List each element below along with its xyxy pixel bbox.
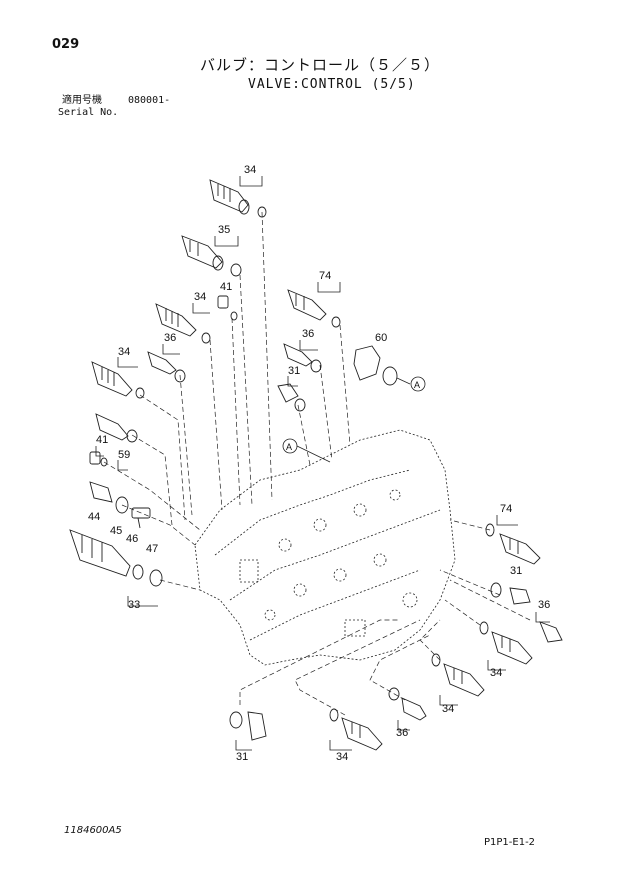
part-label: 34 [194,291,206,303]
part-labels: 34 35 41 34 36 74 36 31 60 34 41 59 44 4… [88,164,550,763]
page-number: 029 [52,37,80,52]
part-label: 34 [442,703,454,715]
part-label: 41 [96,434,108,446]
page-title: VALVE:CONTROL (5/5) [248,77,416,92]
drawing-number: 1184600A5 [64,825,122,836]
serial-label-japanese: 適用号機 [62,95,102,106]
part-label: 74 [319,270,331,282]
part-label: 35 [218,224,230,236]
part-label: 31 [510,565,522,577]
valve-body [194,429,456,666]
valve-cartridges [69,179,563,751]
part-label: 47 [146,543,158,555]
part-label: 34 [244,164,256,176]
part-label: 74 [500,503,512,515]
part-label: 33 [128,599,140,611]
page-code: P1P1-E1-2 [484,837,536,848]
part-label: 31 [236,751,248,763]
part-label: 34 [490,667,502,679]
part-label: 36 [396,727,408,739]
part-label: 44 [88,511,100,523]
part-label: 34 [118,346,130,358]
part-label: 45 [110,525,122,537]
part-label: 36 [302,328,314,340]
part-label: 46 [126,533,138,545]
part-label: 36 [538,599,550,611]
page-title-japanese: バルブ：コントロール（５／５） [200,56,441,74]
part-label: 59 [118,449,130,461]
serial-label: Serial No. [58,107,119,118]
callout-label: A [414,380,420,390]
part-label: 60 [375,332,387,344]
serial-number-value: 080001- [128,95,171,106]
part-label: 36 [164,332,176,344]
callout-label: A [286,442,292,452]
part-label: 34 [336,751,348,763]
part-label: 41 [220,281,232,293]
callout-circle [410,376,426,392]
label-brackets [95,176,550,751]
leader-lines [103,211,531,716]
part-label: 31 [288,365,300,377]
